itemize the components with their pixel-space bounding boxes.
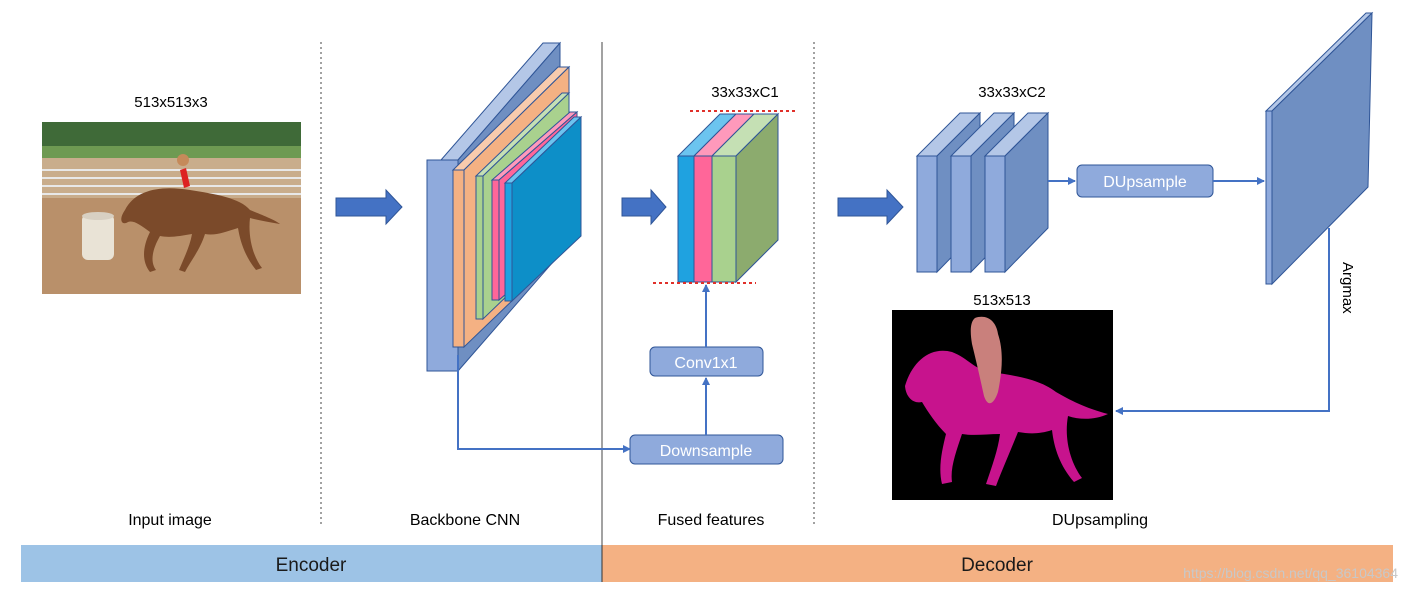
right-arrow-icon [335,188,403,226]
skip-connection-arrow [457,355,631,453]
section-label-fused: Fused features [658,512,765,529]
decoder-block-3 [983,111,1050,274]
right-arrow-icon [837,188,904,226]
argmax-label: Argmax [1339,262,1356,314]
section-label-backbone: Backbone CNN [410,512,520,529]
fused-slice-green [710,112,780,284]
input-size-label: 513x513x3 [134,94,207,111]
decoder-label: Decoder [961,555,1033,576]
encoder-bar [21,545,602,582]
conv1x1-label: Conv1x1 [674,355,737,372]
output-size-label: 513x513 [973,292,1031,309]
backbone-layer-5 [503,115,583,303]
right-arrow-icon [621,188,667,226]
decoder-bar [602,545,1393,582]
dupsample-label: DUpsample [1103,174,1187,191]
fused-slice-pink [692,113,756,283]
argmax-arrow [1115,228,1330,415]
upsampled-feature-map [1264,11,1374,286]
input-image [42,122,301,294]
fused-size-label: 33x33xC1 [711,84,779,101]
segmentation-output [892,310,1113,500]
section-label-input: Input image [128,512,212,529]
downsample-label: Downsample [660,443,753,460]
encoder-label: Encoder [276,555,347,576]
section-label-dupsampling: DUpsampling [1052,512,1148,529]
watermark: https://blog.csdn.net/qq_36104364 [1183,565,1398,581]
decoder-size-label: 33x33xC2 [978,84,1046,101]
